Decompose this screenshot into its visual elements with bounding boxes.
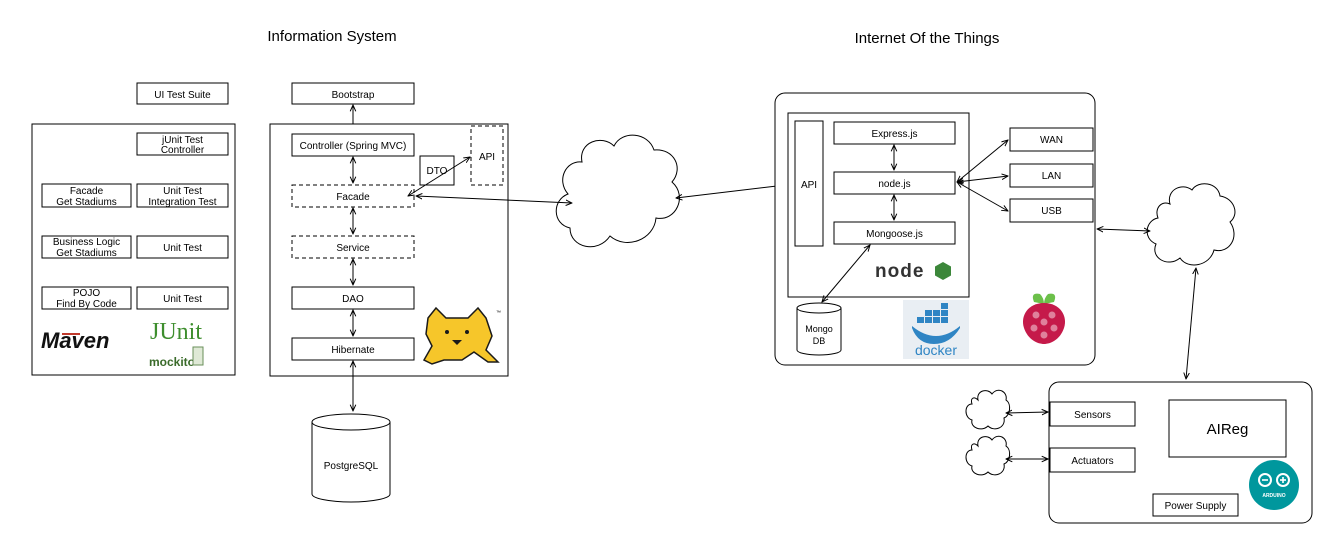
cloud-internet-1 [555,134,680,248]
sensors-cloud-arrow [1006,412,1048,413]
ui-test-suite-label: UI Test Suite [154,90,211,101]
facade-label: Facade [336,192,370,203]
facade-test-line2: Get Stadiums [56,197,117,208]
unit-integration-line2: Integration Test [148,197,216,208]
node-lan-arrow [957,176,1008,182]
unit-integration-test-box: Unit Test Integration Test [136,183,229,208]
unit-test-label-1: Unit Test [163,243,202,254]
tomcat-logo-icon: ™ [422,306,501,365]
express-label: Express.js [871,129,917,140]
mongodb-line1: Mongo [805,324,833,334]
hibernate-label: Hibernate [331,345,375,356]
facade-api-arrow [408,157,470,196]
cloud-internet-2 [1146,183,1236,266]
mongodb-database: Mongo DB [796,302,842,356]
dao-box: DAO [291,286,415,310]
usb-box: USB [1009,198,1094,223]
facade-test-line1: Facade [70,186,104,197]
actuators-box: Actuators [1049,447,1136,473]
aireg-label: AIReg [1207,421,1249,438]
unit-test-box-2: Unit Test [136,286,229,310]
controller-box: Controller (Spring MVC) [291,133,415,157]
dao-label: DAO [342,294,364,305]
business-logic-line1: Business Logic [53,237,120,248]
bootstrap-box: Bootstrap [291,82,415,105]
pojo-test-box: POJO Find By Code [41,286,132,310]
cloud-iot-api-arrow [676,184,794,198]
section-title-information-system: Information System [267,28,396,45]
business-logic-line2: Get Stadiums [56,248,117,259]
service-label: Service [336,243,370,254]
sensors-cloud [965,389,1011,430]
wan-box: WAN [1009,127,1094,152]
docker-logo-text: docker [915,342,957,358]
node-usb-arrow [957,182,1008,211]
iot-api-label: API [801,180,817,191]
actuators-cloud [965,435,1011,476]
dto-label: DTO [427,166,448,177]
facade-box: Facade [291,184,415,208]
mongoose-mongo-arrow [822,245,870,302]
mockito-logo: mockito [149,355,195,369]
lan-box: LAN [1009,163,1094,188]
power-supply-label: Power Supply [1165,501,1227,512]
docker-logo-icon: docker [903,300,969,359]
power-supply-box: Power Supply [1152,493,1239,517]
mockito-drink-icon [192,346,204,366]
business-logic-test-box: Business Logic Get Stadiums [41,235,132,259]
hibernate-box: Hibernate [291,337,415,361]
nodejs-box: node.js [833,171,956,195]
pojo-line2: Find By Code [56,299,117,310]
controller-label: Controller (Spring MVC) [300,141,407,152]
raspberry-pi-icon [1022,293,1066,344]
postgresql-database: PostgreSQL [311,413,391,503]
service-box: Service [291,235,415,259]
bootstrap-label: Bootstrap [332,90,375,101]
nodejs-label: node.js [878,179,910,190]
junit-logo: JUnit [150,319,202,345]
junit-test-controller-box: jUnit Test Controller [136,132,229,156]
aireg-box: AIReg [1168,399,1287,458]
junit-test-controller-line1: jUnit Test [161,135,203,146]
nodejs-logo: node [875,261,924,282]
actuators-label: Actuators [1071,456,1113,467]
section-title-iot: Internet Of the Things [855,30,1000,47]
iot-cloud2-arrow [1097,229,1150,231]
facade-cloud-arrow [416,196,572,203]
mongoose-box: Mongoose.js [833,221,956,245]
usb-label: USB [1041,206,1062,217]
ui-test-suite-box: UI Test Suite [136,82,229,105]
sensors-box: Sensors [1049,401,1136,427]
cloud2-device-arrow [1186,268,1196,379]
arduino-logo-icon: ARDUINO [1249,460,1299,510]
pojo-line1: POJO [73,288,100,299]
sensors-label: Sensors [1074,410,1111,421]
lan-label: LAN [1042,171,1061,182]
mongoose-label: Mongoose.js [866,229,923,240]
mongodb-line2: DB [813,336,826,346]
express-box: Express.js [833,121,956,145]
unit-test-label-2: Unit Test [163,294,202,305]
maven-logo: Maven [41,328,109,353]
arduino-logo-text: ARDUINO [1262,493,1285,499]
nodejs-hex-icon [935,262,951,280]
junit-test-controller-line2: Controller [161,145,205,156]
unit-test-box-1: Unit Test [136,235,229,259]
wan-label: WAN [1040,135,1063,146]
svg-text:™: ™ [496,310,501,316]
facade-test-box: Facade Get Stadiums [41,183,132,208]
unit-integration-line1: Unit Test [163,186,202,197]
api-server-box: API [470,125,504,186]
api-server-label: API [479,152,495,163]
postgresql-label: PostgreSQL [324,461,379,472]
iot-api-box: API [794,120,824,247]
